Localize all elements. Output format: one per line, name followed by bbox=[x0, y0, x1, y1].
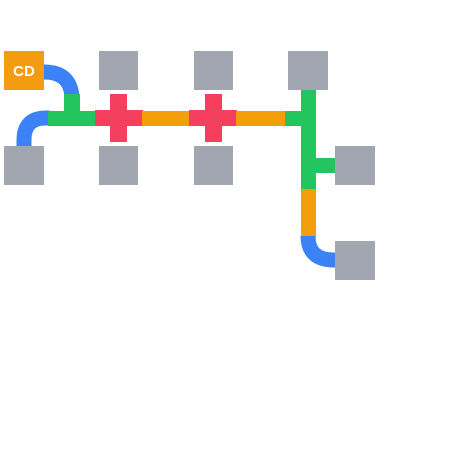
terminal-top-1 bbox=[99, 51, 138, 90]
terminal-top-2 bbox=[194, 51, 233, 90]
pipe-cross-red-1[interactable] bbox=[95, 94, 143, 142]
pipe-junction-green[interactable] bbox=[285, 90, 336, 190]
terminal-layer bbox=[4, 51, 375, 280]
terminal-right-2 bbox=[335, 241, 375, 280]
pipe-straight-orange-2[interactable] bbox=[236, 111, 286, 126]
terminal-top-3 bbox=[288, 51, 328, 90]
pipe-cross-red-2[interactable] bbox=[189, 94, 237, 142]
pipe-curve-left-blue[interactable] bbox=[16, 110, 50, 146]
pipe-tee-green[interactable] bbox=[48, 94, 96, 126]
pipe-straight-orange-1[interactable] bbox=[142, 111, 190, 126]
terminal-left bbox=[4, 146, 44, 185]
terminal-bottom-2 bbox=[194, 146, 233, 185]
pipe-curve-bottom-blue[interactable] bbox=[300, 235, 338, 268]
pipe-straight-orange-3[interactable] bbox=[301, 189, 316, 237]
terminal-right-1 bbox=[335, 146, 375, 185]
terminal-bottom-1 bbox=[99, 146, 138, 185]
pipe-layer bbox=[16, 64, 338, 268]
source-block: CD bbox=[4, 51, 44, 90]
source-label: CD bbox=[13, 63, 35, 80]
